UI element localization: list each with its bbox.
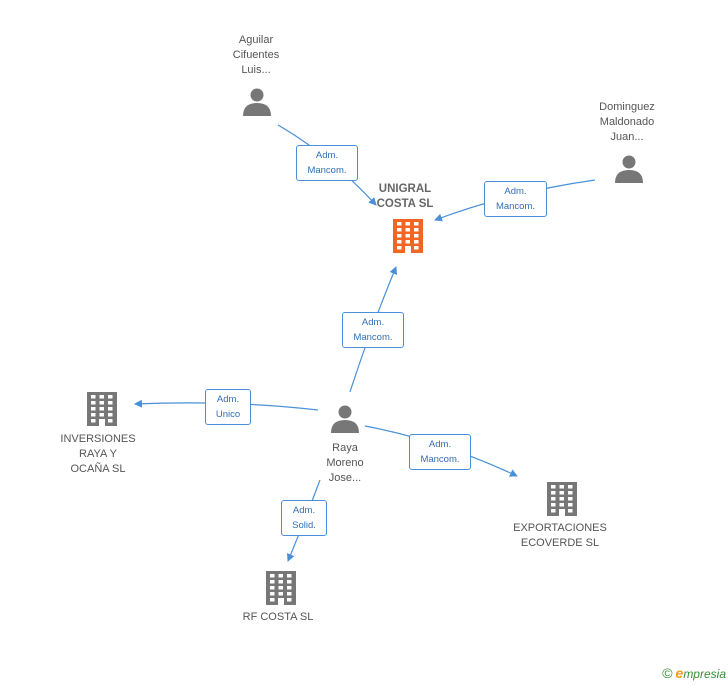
copyright-icon: © <box>662 665 673 681</box>
node-label-rfcosta[interactable]: RF COSTA SL <box>242 611 314 623</box>
edge-label-dominguez-center: Adm. Mancom. <box>484 181 547 217</box>
node-label-exportaciones[interactable]: EXPORTACIONES ECOVERDE SL <box>513 522 607 549</box>
edge-label-raya-exportaciones: Adm. Mancom. <box>409 434 471 470</box>
person-icon-aguilar[interactable] <box>243 88 271 117</box>
building-icon-rfcosta[interactable] <box>266 571 296 605</box>
brand-footer: ©empresia <box>662 665 726 681</box>
building-icon-inversiones[interactable] <box>87 392 117 426</box>
node-label-center[interactable]: UNIGRAL COSTA SL <box>376 183 434 210</box>
edge-label-raya-inversiones: Adm. Unico <box>205 389 251 425</box>
node-label-inversiones[interactable]: INVERSIONES RAYA Y OCAÑA SL <box>60 433 136 475</box>
brand-name: mpresia <box>683 667 726 681</box>
edge-label-raya-rfcosta: Adm. Solid. <box>281 500 327 536</box>
node-label-aguilar: Aguilar Cifuentes Luis... <box>232 34 280 76</box>
person-icon-raya[interactable] <box>331 405 359 434</box>
person-icon-dominguez[interactable] <box>615 155 643 184</box>
node-label-dominguez: Dominguez Maldonado Juan... <box>599 101 655 143</box>
edge-label-raya-center: Adm. Mancom. <box>342 312 404 348</box>
brand-initial: e <box>675 665 684 681</box>
edge-label-aguilar-center: Adm. Mancom. <box>296 145 358 181</box>
building-icon-exportaciones[interactable] <box>547 482 577 516</box>
node-label-raya: Raya Moreno Jose... <box>326 442 364 484</box>
building-icon-center[interactable] <box>393 219 423 253</box>
